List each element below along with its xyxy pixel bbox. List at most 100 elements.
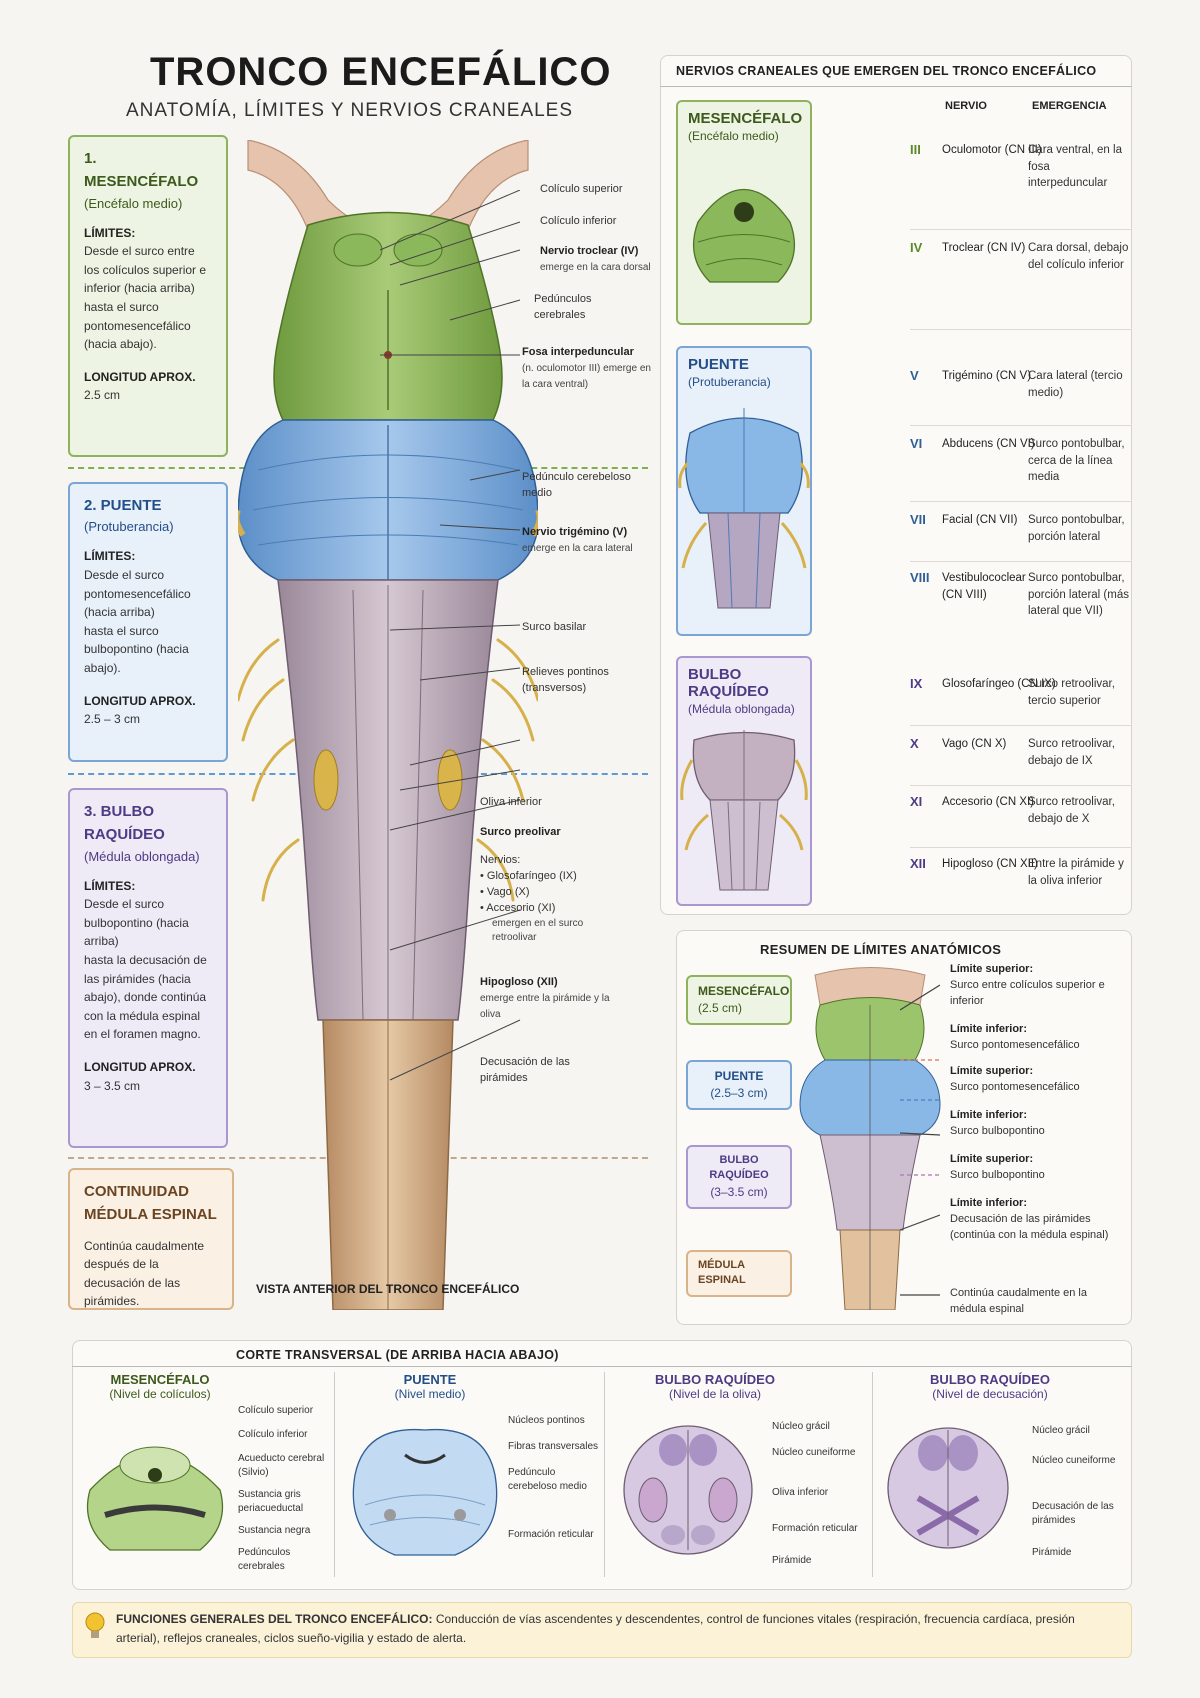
cross-section-title: CORTE TRANSVERSAL (DE ARRIBA HACIA ABAJO… xyxy=(236,1348,559,1362)
section-sub: (Protuberancia) xyxy=(688,375,771,389)
cross-bul-decus-label-2: Núcleo cuneiforme xyxy=(1032,1455,1116,1466)
cross-divider-3 xyxy=(872,1372,873,1577)
cross-bul-decus-illustration xyxy=(887,1427,1009,1549)
box-sub: (Protuberancia) xyxy=(84,519,174,535)
mesencefalo-limits-box: 1. MESENCÉFALO (Encéfalo medio) LÍMITES:… xyxy=(68,135,228,457)
cross-bul-decus-label-4: Pirámide xyxy=(1032,1547,1072,1558)
cross-bul-oliva-label-2: Núcleo cuneiforme xyxy=(772,1447,856,1458)
box-title: 1. MESENCÉFALO xyxy=(84,150,199,191)
cross-bul-oliva-label-3: Oliva inferior xyxy=(772,1487,829,1498)
label-basilar-sulcus: Surco basilar xyxy=(522,621,587,633)
cross-mes-illustration xyxy=(86,1446,224,1551)
cross-pue-label-4: Formación reticular xyxy=(508,1529,594,1540)
label-interpeduncular-fossa: Fosa interpeduncular(n. oculomotor III) … xyxy=(522,346,651,390)
length-label: LONGITUD APROX. xyxy=(84,369,196,384)
lower-limit: hasta el surco pontomesencefálico (hacia… xyxy=(84,300,191,352)
footer-heading: FUNCIONES GENERALES DEL TRONCO ENCEFÁLIC… xyxy=(116,1612,433,1626)
lower-limit: hasta la decusación de las pirámides (ha… xyxy=(84,953,207,1042)
cross-bul-decus-title: BULBO RAQUÍDEO(Nivel de decusación) xyxy=(930,1372,1050,1401)
cross-pue-title: PUENTE(Nivel medio) xyxy=(394,1372,466,1401)
length-label: LONGITUD APROX. xyxy=(84,1059,196,1074)
page-title: TRONCO ENCEFÁLICO xyxy=(150,50,612,94)
box-sub: (Encéfalo medio) xyxy=(84,195,183,211)
cross-mes-title: MESENCÉFALO(Nivel de colículos) xyxy=(109,1372,211,1401)
nerves-panel-rule xyxy=(660,86,1132,87)
summary-brainstem-illustration xyxy=(799,967,941,1310)
cross-pue-label-1: Núcleos pontinos xyxy=(508,1415,585,1426)
medula-continuity-box: CONTINUIDAD MÉDULA ESPINAL Continúa caud… xyxy=(68,1168,234,1310)
label-trigeminal: Nervio trigémino (V)emerge en la cara la… xyxy=(522,526,633,554)
label-preolivary-sulcus: Surco preolivar xyxy=(480,826,561,838)
brainstem-anterior-illustration xyxy=(238,140,538,1310)
box-sub: (Médula oblongada) xyxy=(84,848,200,864)
label-superior-colliculus: Colículo superior xyxy=(540,183,623,195)
summary-limit-4: Límite inferior:Surco bulbopontino xyxy=(950,1109,1045,1137)
cross-mes-label-3: Acueducto cerebral (Silvio) xyxy=(238,1453,325,1478)
label-trochlear: Nervio troclear (IV)emerge en la cara do… xyxy=(540,245,651,273)
upper-limit: Desde el surco bulbopontino (hacia arrib… xyxy=(84,897,189,949)
section-title: PUENTE xyxy=(688,356,749,373)
cross-pue-label-2: Fibras transversales xyxy=(508,1441,599,1452)
length-label: LONGITUD APROX. xyxy=(84,693,196,708)
label-pontine-ridges: Relieves pontinos (transversos) xyxy=(522,666,609,694)
col-nervio: NERVIO xyxy=(945,100,987,112)
cross-bul-oliva-label-4: Formación reticular xyxy=(772,1523,858,1534)
cross-section-rule xyxy=(72,1366,1132,1367)
footer-box xyxy=(72,1602,1132,1658)
bulbo-limits-box: 3. BULBO RAQUÍDEO (Médula oblongada) LÍM… xyxy=(68,788,228,1148)
superior-colliculus-left xyxy=(333,233,383,267)
label-inferior-colliculus: Colículo inferior xyxy=(540,215,617,227)
upper-limit: Desde el surco pontomesencefálico (hacia… xyxy=(84,567,191,620)
box-title: CONTINUIDAD MÉDULA ESPINAL xyxy=(84,1183,217,1224)
length-value: 2.5 cm xyxy=(84,388,121,403)
label-hypoglossal: Hipogloso (XII)emerge entre la pirámide … xyxy=(480,976,610,1020)
nerves-section-bulbo: BULBO RAQUÍDEO (Médula oblongada) xyxy=(676,656,812,906)
label-nerves-list: Nervios: • Glosofaríngeo (IX) • Vago (X)… xyxy=(480,854,584,944)
summary-limit-3: Límite superior:Surco pontomesencefálico xyxy=(950,1065,1080,1093)
section-sub: (Médula oblongada) xyxy=(688,702,795,716)
cross-pue-illustration xyxy=(352,1428,498,1556)
label-pyramidal-decussation: Decusación de las pirámides xyxy=(480,1056,570,1084)
length-value: 2.5 – 3 cm xyxy=(84,712,141,727)
upper-limit: Desde el surco entre los colículos super… xyxy=(84,244,207,296)
summary-limit-7: Continúa caudalmente en la médula espina… xyxy=(950,1287,1087,1315)
cross-bul-oliva-title: BULBO RAQUÍDEO(Nivel de la oliva) xyxy=(655,1372,775,1401)
cranial-nerve-rootlets xyxy=(238,638,538,902)
section-title: MESENCÉFALO xyxy=(688,110,803,127)
box-title: 3. BULBO RAQUÍDEO xyxy=(84,803,165,844)
puente-3d-icon xyxy=(678,408,810,609)
olive-left xyxy=(313,749,339,811)
cross-bul-oliva-illustration xyxy=(623,1425,753,1555)
summary-chip-mesencefalo: MESENCÉFALO(2.5 cm) xyxy=(686,975,792,1025)
cross-mes-label-2: Colículo inferior xyxy=(238,1429,308,1440)
summary-limit-2: Límite inferior:Surco pontomesencefálico xyxy=(950,1023,1080,1051)
pontine-ridges xyxy=(252,454,524,546)
section-title: BULBO RAQUÍDEO xyxy=(688,666,769,700)
puente-limits-box: 2. PUENTE (Protuberancia) LÍMITES: Desde… xyxy=(68,482,228,762)
summary-limit-1: Límite superior:Surco entre colículos su… xyxy=(950,963,1105,1007)
summary-chip-bulbo: BULBO RAQUÍDEO(3–3.5 cm) xyxy=(686,1145,792,1209)
limits-label: LÍMITES: xyxy=(84,878,136,893)
cross-mes-label-6: Pedúnculos cerebrales xyxy=(238,1547,291,1572)
cross-divider-1 xyxy=(334,1372,335,1577)
trigeminal-nerves xyxy=(238,510,538,537)
summary-chip-medula: MÉDULA ESPINAL xyxy=(686,1250,792,1297)
footer-body: Conducción de vías ascendentes y descend… xyxy=(116,1612,1075,1645)
box-text: Continúa caudalmente después de la decus… xyxy=(84,1238,205,1309)
footer-text: FUNCIONES GENERALES DEL TRONCO ENCEFÁLIC… xyxy=(116,1610,1116,1647)
label-cerebral-peduncles: Pedúnculos cerebrales xyxy=(534,293,592,321)
lightbulb-icon xyxy=(85,1612,105,1638)
length-value: 3 – 3.5 cm xyxy=(84,1078,141,1093)
page-subtitle: ANATOMÍA, LÍMITES Y NERVIOS CRANEALES xyxy=(126,100,574,121)
bulbo-3d-icon xyxy=(680,730,808,891)
cross-bul-oliva-label-1: Núcleo grácil xyxy=(772,1421,830,1432)
